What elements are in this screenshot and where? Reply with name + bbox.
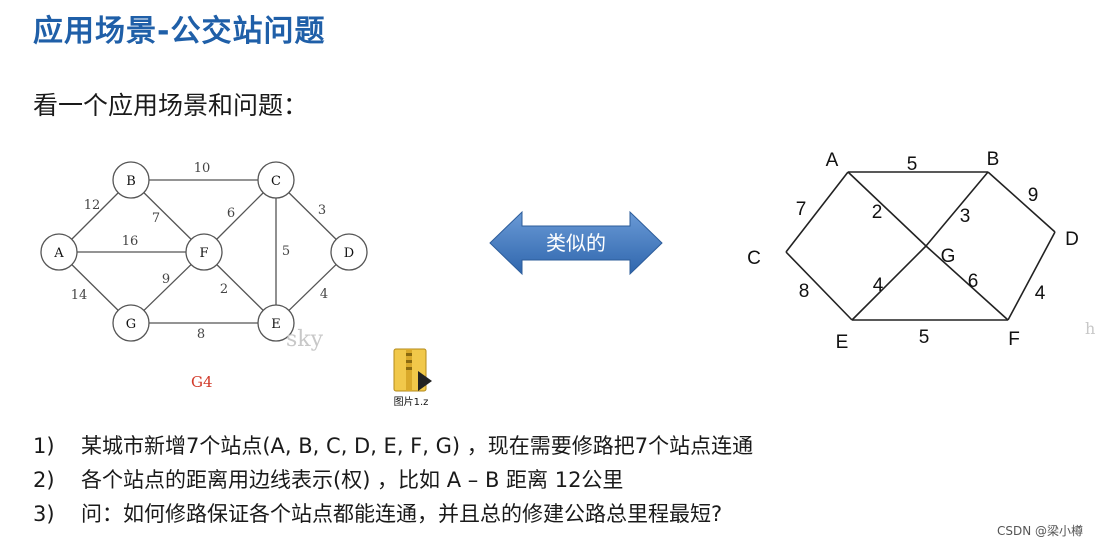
node-circle (185, 233, 223, 271)
edge-weight-label: 16 (122, 234, 139, 249)
list-item-number: 2) (33, 468, 55, 492)
node-A-label: A (826, 150, 839, 171)
graph-name-label: G4 (191, 373, 213, 391)
node-E-label: E (836, 332, 849, 353)
watermark-text: sky (286, 327, 324, 352)
list-item-number: 1) (33, 434, 55, 458)
edge-weight-label: 4 (320, 287, 328, 302)
node-D-label: D (1065, 229, 1079, 250)
watermark-text-right: h (1085, 319, 1095, 338)
edge-weight-label: 5 (282, 244, 290, 259)
edge-weight-label: 8 (799, 281, 810, 302)
edge-G-F (925, 245, 1009, 321)
edge-B-G (925, 171, 989, 247)
edge-weight-label: 7 (152, 211, 160, 226)
edge-weight-label: 3 (318, 203, 326, 218)
node-label: E (271, 317, 281, 332)
edge-F-G (143, 264, 192, 311)
edge-weight-label: 10 (194, 161, 211, 176)
list-item: 1) 某城市新增7个站点(A, B, C, D, E, F, G) ，现在需要修路… (33, 430, 753, 460)
edge-weight-label: 3 (960, 206, 971, 227)
edge-C-D (288, 192, 337, 240)
edge-weight-label: 7 (796, 199, 807, 220)
list-item: 2) 各个站点的距离用边线表示(权) ，比如 A – B 距离 12公里 (33, 464, 623, 494)
edge-weight-label: 2 (872, 202, 883, 223)
node-circle (330, 233, 368, 271)
node-label: D (344, 246, 354, 261)
edge-weight-label: 8 (197, 327, 205, 342)
node-label: A (53, 246, 64, 261)
edge-weight-label: 5 (919, 327, 930, 348)
zip-file-icon[interactable] (388, 345, 440, 415)
edge-F-E (216, 264, 264, 311)
left-graph-g4: 12 16 14 10 7 6 3 5 9 2 8 4 A B C D E F G G4 sky (40, 161, 368, 391)
node-circle (257, 161, 295, 199)
list-item: 3) 问：如何修路保证各个站点都能连通，并且总的修建公路总里程最短? (33, 498, 722, 528)
edge-weight-label: 4 (873, 275, 884, 296)
node-circle (112, 304, 150, 342)
node-B-label: B (987, 149, 1000, 170)
node-F: F (185, 233, 223, 271)
intro-text: 看一个应用场景和问题： (33, 91, 309, 120)
edge-A-G (847, 171, 927, 247)
edge-weight-label: 2 (220, 282, 228, 297)
node-B: B (112, 161, 150, 199)
node-circle (257, 304, 295, 342)
node-D: D (330, 233, 368, 271)
edge-weight-label: 9 (162, 272, 170, 287)
node-label: F (199, 246, 208, 261)
edge-weight-label: 14 (71, 288, 88, 303)
edge-C-E (785, 251, 853, 321)
node-F-label: F (1008, 329, 1020, 350)
node-E: E (257, 304, 295, 342)
edge-A-C (785, 171, 849, 253)
node-A: A (40, 233, 78, 271)
file-icon-label: 图片1.z (393, 397, 429, 408)
edge-weight-label: 4 (1035, 283, 1046, 304)
edge-G-E (851, 245, 927, 321)
node-C: C (257, 161, 295, 199)
node-label: C (271, 174, 281, 189)
list-item-text: 某城市新增7个站点(A, B, C, D, E, F, G) ，现在需要修路把7… (81, 434, 754, 458)
edge-A-B (71, 192, 119, 240)
edge-weight-label: 5 (907, 154, 918, 175)
right-graph: 5 7 2 3 9 8 4 6 4 5 A B C D E F G h (747, 149, 1095, 353)
arrow-label: 类似的 (546, 231, 606, 255)
edge-B-F (143, 192, 192, 240)
node-G: G (112, 304, 150, 342)
node-circle (40, 233, 78, 271)
edge-B-D (987, 171, 1056, 233)
node-circle (112, 161, 150, 199)
edge-weight-label: 6 (227, 206, 235, 221)
list-item-number: 3) (33, 502, 55, 526)
node-G-label: G (941, 246, 956, 267)
node-label: G (126, 317, 136, 332)
list-item-text: 问：如何修路保证各个站点都能连通，并且总的修建公路总里程最短? (81, 502, 723, 526)
edge-weight-label: 12 (84, 198, 101, 213)
edge-weight-label: 6 (968, 271, 979, 292)
credit-watermark: CSDN @梁小樽 (996, 524, 1083, 538)
edge-D-F (1007, 231, 1056, 321)
list-item-text: 各个站点的距离用边线表示(权) ，比如 A – B 距离 12公里 (81, 468, 624, 492)
slide-title: 应用场景-公交站问题 (33, 14, 326, 49)
edge-E-D (288, 264, 337, 311)
edge-C-F (216, 192, 264, 240)
similar-double-arrow: 类似的 (489, 210, 663, 276)
edge-A-G (71, 264, 119, 311)
node-label: B (126, 174, 136, 189)
node-C-label: C (747, 248, 761, 269)
edge-weight-label: 9 (1028, 185, 1039, 206)
